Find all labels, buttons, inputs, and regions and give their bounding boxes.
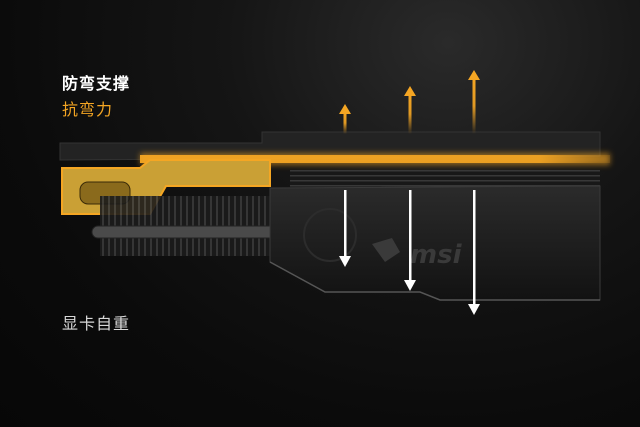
down-arrow-3-head (468, 304, 480, 315)
support-beam (140, 155, 610, 163)
anti-bend-label: 抗弯力 (62, 100, 114, 119)
msi-logo-text: msi (410, 240, 463, 270)
heatpipe (91, 225, 293, 239)
down-arrow-1-shaft (344, 190, 347, 258)
down-arrow-1-head (339, 256, 351, 267)
weight-arrows (339, 190, 480, 315)
down-arrow-2-head (404, 280, 416, 291)
msi-logo: msi (372, 238, 463, 270)
support-title: 防弯支撑 (62, 74, 131, 93)
up-arrow-2-shaft (408, 94, 412, 134)
anti-bend-arrows (339, 70, 480, 134)
up-arrow-3-shaft (472, 78, 476, 134)
down-arrow-2-shaft (409, 190, 412, 282)
up-arrow-3-head (468, 70, 480, 80)
down-arrow-3-shaft (473, 190, 476, 306)
up-arrow-2-head (404, 86, 416, 96)
up-arrow-1-head (339, 104, 351, 114)
up-arrow-1-shaft (343, 112, 347, 134)
shroud-edge (269, 261, 600, 301)
fan-hint (303, 208, 357, 262)
card-weight-label: 显卡自重 (62, 314, 131, 333)
